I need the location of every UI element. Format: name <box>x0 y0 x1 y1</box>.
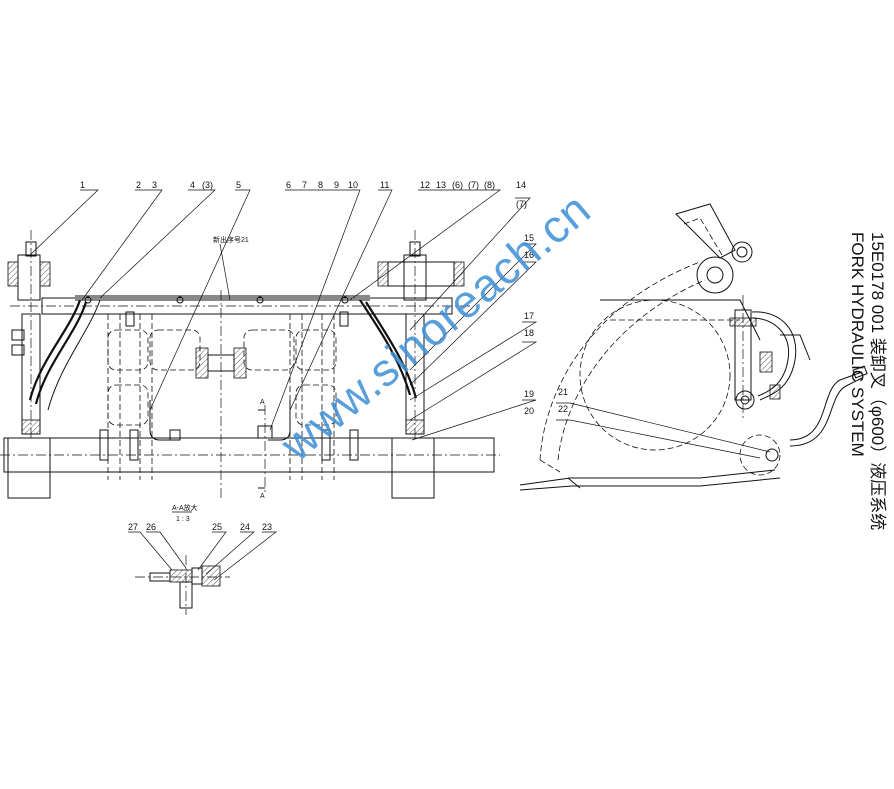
callout-2: 2 <box>136 180 141 190</box>
callout-5: 5 <box>236 180 241 190</box>
callout-18: 18 <box>524 328 534 338</box>
title-line-2: FORK HYDRAULIC SYSTEM <box>848 232 867 457</box>
callout-15: 15 <box>524 233 534 243</box>
side-view <box>519 203 868 491</box>
callout-4: 4 <box>190 180 195 190</box>
section-view-scale: 1 : 3 <box>176 516 190 523</box>
callout-27: 27 <box>128 522 138 532</box>
section-a-bottom: A <box>260 493 265 500</box>
callout-26: 26 <box>146 522 156 532</box>
callouts-bottom: 27 26 25 24 23 <box>128 522 272 532</box>
callout-24: 24 <box>240 522 250 532</box>
callout-12: 12 <box>420 180 430 190</box>
callout-25: 25 <box>212 522 222 532</box>
callout-23: 23 <box>262 522 272 532</box>
callout-13-ref-8: (8) <box>484 180 495 190</box>
section-view-title: A-A放大 <box>172 503 198 512</box>
callouts-top: 1 2 3 4 (3) 5 6 7 8 9 10 11 12 13 (6) (7… <box>80 180 568 416</box>
callout-19: 19 <box>524 389 534 399</box>
callout-4-ref: (3) <box>202 180 213 190</box>
callout-20: 20 <box>524 406 534 416</box>
callout-16: 16 <box>524 250 534 260</box>
callout-21: 21 <box>558 387 568 397</box>
callout-14-ref: (7) <box>516 199 527 209</box>
callout-13-ref-6: (6) <box>452 180 463 190</box>
section-a-top: A <box>260 399 265 406</box>
callout-8: 8 <box>318 180 323 190</box>
callout-10: 10 <box>348 180 358 190</box>
callout-13: 13 <box>436 180 446 190</box>
callout-11: 11 <box>380 180 389 190</box>
callout-13-ref-7: (7) <box>468 180 479 190</box>
title-block: 15E0178 001 装卸叉（φ600）液压系统 FORK HYDRAULIC… <box>848 232 887 530</box>
note-main: 新出序号21 <box>213 235 249 244</box>
callout-1: 1 <box>80 180 85 190</box>
callout-22: 22 <box>558 404 568 414</box>
title-line-1: 15E0178 001 装卸叉（φ600）液压系统 <box>868 232 887 530</box>
front-view: A A 新出序号21 <box>0 189 538 500</box>
callout-9: 9 <box>334 180 339 190</box>
callout-7: 7 <box>302 180 307 190</box>
callout-6: 6 <box>286 180 291 190</box>
callout-17: 17 <box>524 311 534 321</box>
callout-14: 14 <box>516 180 526 190</box>
callout-3: 3 <box>152 180 157 190</box>
section-view: A-A放大 1 : 3 <box>128 503 278 615</box>
